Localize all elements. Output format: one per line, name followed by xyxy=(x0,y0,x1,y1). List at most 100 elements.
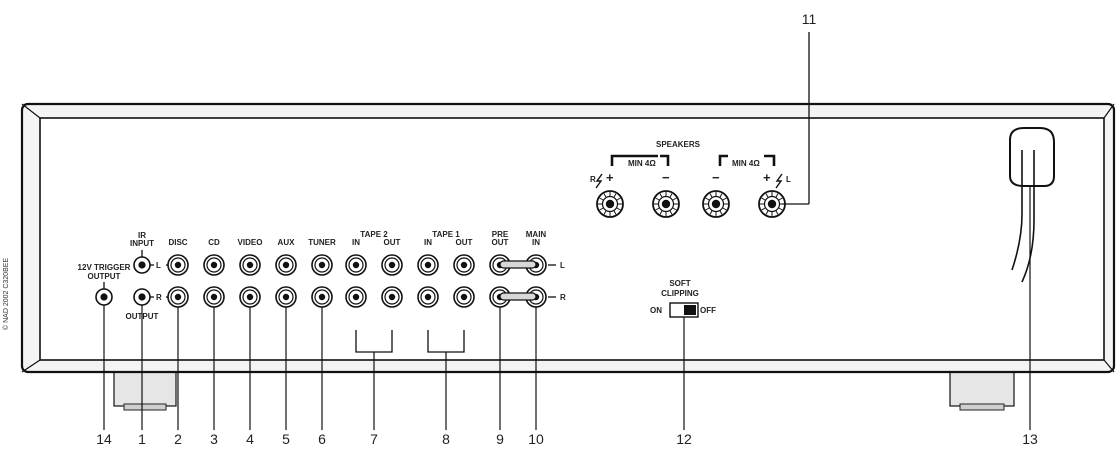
speaker-l-label: L xyxy=(786,175,791,184)
speaker-terminal-3[interactable] xyxy=(702,190,730,218)
trigger-label-line2: OUTPUT xyxy=(88,272,121,281)
callout-number-1: 1 xyxy=(138,431,146,447)
speaker-bracket-right-b xyxy=(764,154,776,166)
rca-jack-4-l[interactable] xyxy=(275,254,297,276)
rca-column-label-11: MAIN xyxy=(526,230,547,239)
speaker-shock-icon-r xyxy=(595,173,603,189)
ir-output-jack[interactable] xyxy=(133,288,151,306)
rca-jack-2-r[interactable] xyxy=(203,286,225,308)
callout-number-12: 12 xyxy=(676,431,692,447)
callout-number-14: 14 xyxy=(96,431,112,447)
trigger-ir-jacks xyxy=(95,250,154,306)
rca-jack-5-l[interactable] xyxy=(311,254,333,276)
channel-l-right: L xyxy=(560,261,565,270)
foot-left xyxy=(113,369,177,407)
speaker-l-minus: − xyxy=(712,170,720,185)
ir-label-line2: INPUT xyxy=(130,239,154,248)
trigger-output-jack[interactable] xyxy=(95,288,113,306)
copyright-text: © NAD 2002 C320BEE xyxy=(2,258,10,330)
speaker-terminal-1[interactable] xyxy=(596,190,624,218)
foot-left-base xyxy=(123,403,167,411)
channel-l-left: L xyxy=(156,261,161,270)
power-cord-line-a xyxy=(1011,150,1023,271)
rca-column-label-8: TAPE 1 xyxy=(432,230,460,239)
rca-jack-3-l[interactable] xyxy=(239,254,261,276)
callout-number-5: 5 xyxy=(282,431,290,447)
rca-column-label-5: TUNER xyxy=(308,238,336,247)
callout-number-10: 10 xyxy=(528,431,544,447)
rca-column-label-6: TAPE 2 xyxy=(360,230,388,239)
callout-number-6: 6 xyxy=(318,431,326,447)
speaker-bracket-left-b xyxy=(660,154,670,166)
callout-number-2: 2 xyxy=(174,431,182,447)
speaker-min-ohm-right: MIN 4Ω xyxy=(732,159,760,168)
foot-right xyxy=(949,369,1015,407)
speaker-min-ohm-left: MIN 4Ω xyxy=(628,159,656,168)
rca-jack-6-l[interactable] xyxy=(345,254,367,276)
power-cord-strain-relief xyxy=(1009,127,1055,187)
jumper-bar-r xyxy=(499,292,537,301)
rca-jack-5-r[interactable] xyxy=(311,286,333,308)
rca-column-sublabel-7: OUT xyxy=(384,238,401,247)
callout-number-3: 3 xyxy=(210,431,218,447)
rca-jack-9-r[interactable] xyxy=(453,286,475,308)
callout-number-4: 4 xyxy=(246,431,254,447)
callout-number-8: 8 xyxy=(442,431,450,447)
rca-jack-7-l[interactable] xyxy=(381,254,403,276)
rca-jack-2-l[interactable] xyxy=(203,254,225,276)
rca-column-sublabel-11: IN xyxy=(532,238,540,247)
rca-column-label-2: CD xyxy=(208,238,220,247)
rca-jack-4-r[interactable] xyxy=(275,286,297,308)
channel-r-right: R xyxy=(560,293,566,302)
rca-column-sublabel-8: IN xyxy=(424,238,432,247)
soft-clipping-label-line1: SOFT xyxy=(669,279,690,288)
rca-jack-9-l[interactable] xyxy=(453,254,475,276)
rca-jack-1-l[interactable] xyxy=(167,254,189,276)
ir-input-jack[interactable] xyxy=(133,256,151,274)
rca-column-sublabel-6: IN xyxy=(352,238,360,247)
rca-jack-6-r[interactable] xyxy=(345,286,367,308)
callout-number-13: 13 xyxy=(1022,431,1038,447)
rca-column-sublabel-10: OUT xyxy=(492,238,509,247)
rca-column-sublabel-9: OUT xyxy=(456,238,473,247)
rca-jack-1-r[interactable] xyxy=(167,286,189,308)
speaker-terminal-2[interactable] xyxy=(652,190,680,218)
callout-number-9: 9 xyxy=(496,431,504,447)
speaker-l-plus: + xyxy=(763,170,771,185)
trigger-label-line1: 12V TRIGGER xyxy=(78,263,131,272)
rca-column-label-1: DISC xyxy=(168,238,187,247)
rca-column-label-3: VIDEO xyxy=(238,238,263,247)
power-cord-line-b xyxy=(1021,150,1035,283)
jumper-bar-l xyxy=(499,260,537,269)
rca-jack-8-l[interactable] xyxy=(417,254,439,276)
speaker-shock-icon-l xyxy=(775,173,783,189)
speakers-title: SPEAKERS xyxy=(656,140,701,149)
soft-clipping-label-line2: CLIPPING xyxy=(661,289,699,298)
rca-jack-7-r[interactable] xyxy=(381,286,403,308)
rca-jack-3-r[interactable] xyxy=(239,286,261,308)
speaker-r-label: R xyxy=(590,175,596,184)
rca-column-label-10: PRE xyxy=(492,230,509,239)
callout-leaders xyxy=(103,186,1031,430)
speaker-r-plus: + xyxy=(606,170,614,185)
callout-number-7: 7 xyxy=(370,431,378,447)
switch-on-label: ON xyxy=(650,306,662,315)
speaker-terminal-4[interactable] xyxy=(758,190,786,218)
speaker-terminals xyxy=(596,190,786,218)
soft-clipping-switch-knob[interactable] xyxy=(684,305,696,315)
speaker-r-minus: − xyxy=(662,170,670,185)
foot-right-base xyxy=(959,403,1005,411)
rca-jack-8-r[interactable] xyxy=(417,286,439,308)
channel-r-left: R xyxy=(156,293,162,302)
ir-label-line1: IR xyxy=(138,231,146,240)
switch-off-label: OFF xyxy=(700,306,716,315)
chassis-inner-panel xyxy=(39,117,1105,361)
speaker-bracket-left-a xyxy=(610,154,658,166)
rca-column-label-4: AUX xyxy=(278,238,296,247)
callout-number-11: 11 xyxy=(802,11,817,27)
speaker-bracket-right-a xyxy=(718,154,728,166)
